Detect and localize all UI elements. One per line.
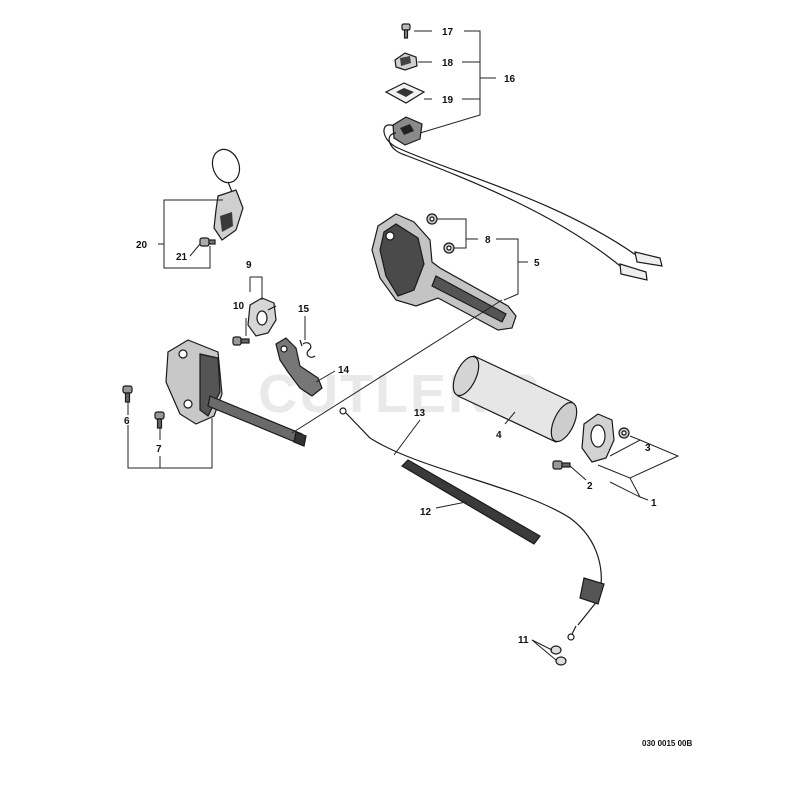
callout-labels: 17 18 16 19 20 21 8 5 9 10 15 14 6 7 13 … <box>124 27 657 646</box>
diagram-code: 030 0015 00B <box>642 739 692 748</box>
part-20-ring-clip <box>211 148 244 241</box>
callout-13: 13 <box>414 408 426 419</box>
part-2-screw <box>552 460 571 470</box>
callout-4: 4 <box>496 430 502 441</box>
callout-10: 10 <box>233 301 245 312</box>
callout-6: 6 <box>124 416 130 427</box>
part-6-screw <box>122 385 133 403</box>
callout-12: 12 <box>420 507 432 518</box>
part-15-spring <box>299 339 316 358</box>
callout-19: 19 <box>442 95 454 106</box>
part-7-screw <box>154 411 165 429</box>
callout-15: 15 <box>298 304 310 315</box>
part-3-nut <box>618 427 630 439</box>
callout-17: 17 <box>442 27 454 38</box>
part-11-washer-b <box>555 656 567 666</box>
callout-8: 8 <box>485 235 491 246</box>
part-14-throttle-trigger <box>275 337 323 397</box>
leader-lines <box>127 30 680 661</box>
part-17-screw <box>401 23 411 39</box>
callout-9: 9 <box>246 260 252 271</box>
part-21-screw <box>199 237 216 247</box>
part-8-nut-upper <box>426 213 438 225</box>
part-housing-with-shaft <box>165 339 307 447</box>
part-18-clip <box>394 52 418 71</box>
callout-21: 21 <box>176 252 188 263</box>
part-13-throttle-cable <box>339 407 605 641</box>
part-1-clamp-bracket <box>581 413 615 463</box>
part-12-tube <box>401 459 541 545</box>
callout-11: 11 <box>518 635 529 646</box>
part-8-nut-lower <box>443 242 455 254</box>
callout-16: 16 <box>504 74 516 85</box>
callout-1: 1 <box>651 498 657 509</box>
callout-18: 18 <box>442 58 454 69</box>
part-10-screw <box>232 336 250 346</box>
callout-7: 7 <box>156 444 162 455</box>
part-11-washer-a <box>550 645 562 655</box>
part-9-clamp <box>247 297 277 337</box>
callout-5: 5 <box>534 258 540 269</box>
part-16-switch-cable <box>383 116 663 281</box>
callout-14: 14 <box>338 365 350 376</box>
callout-20: 20 <box>136 240 148 251</box>
part-4-grip-sleeve <box>452 355 578 443</box>
callout-2: 2 <box>587 481 593 492</box>
part-5-handle <box>371 213 517 331</box>
callout-3: 3 <box>645 443 651 454</box>
part-19-plate <box>384 82 426 104</box>
